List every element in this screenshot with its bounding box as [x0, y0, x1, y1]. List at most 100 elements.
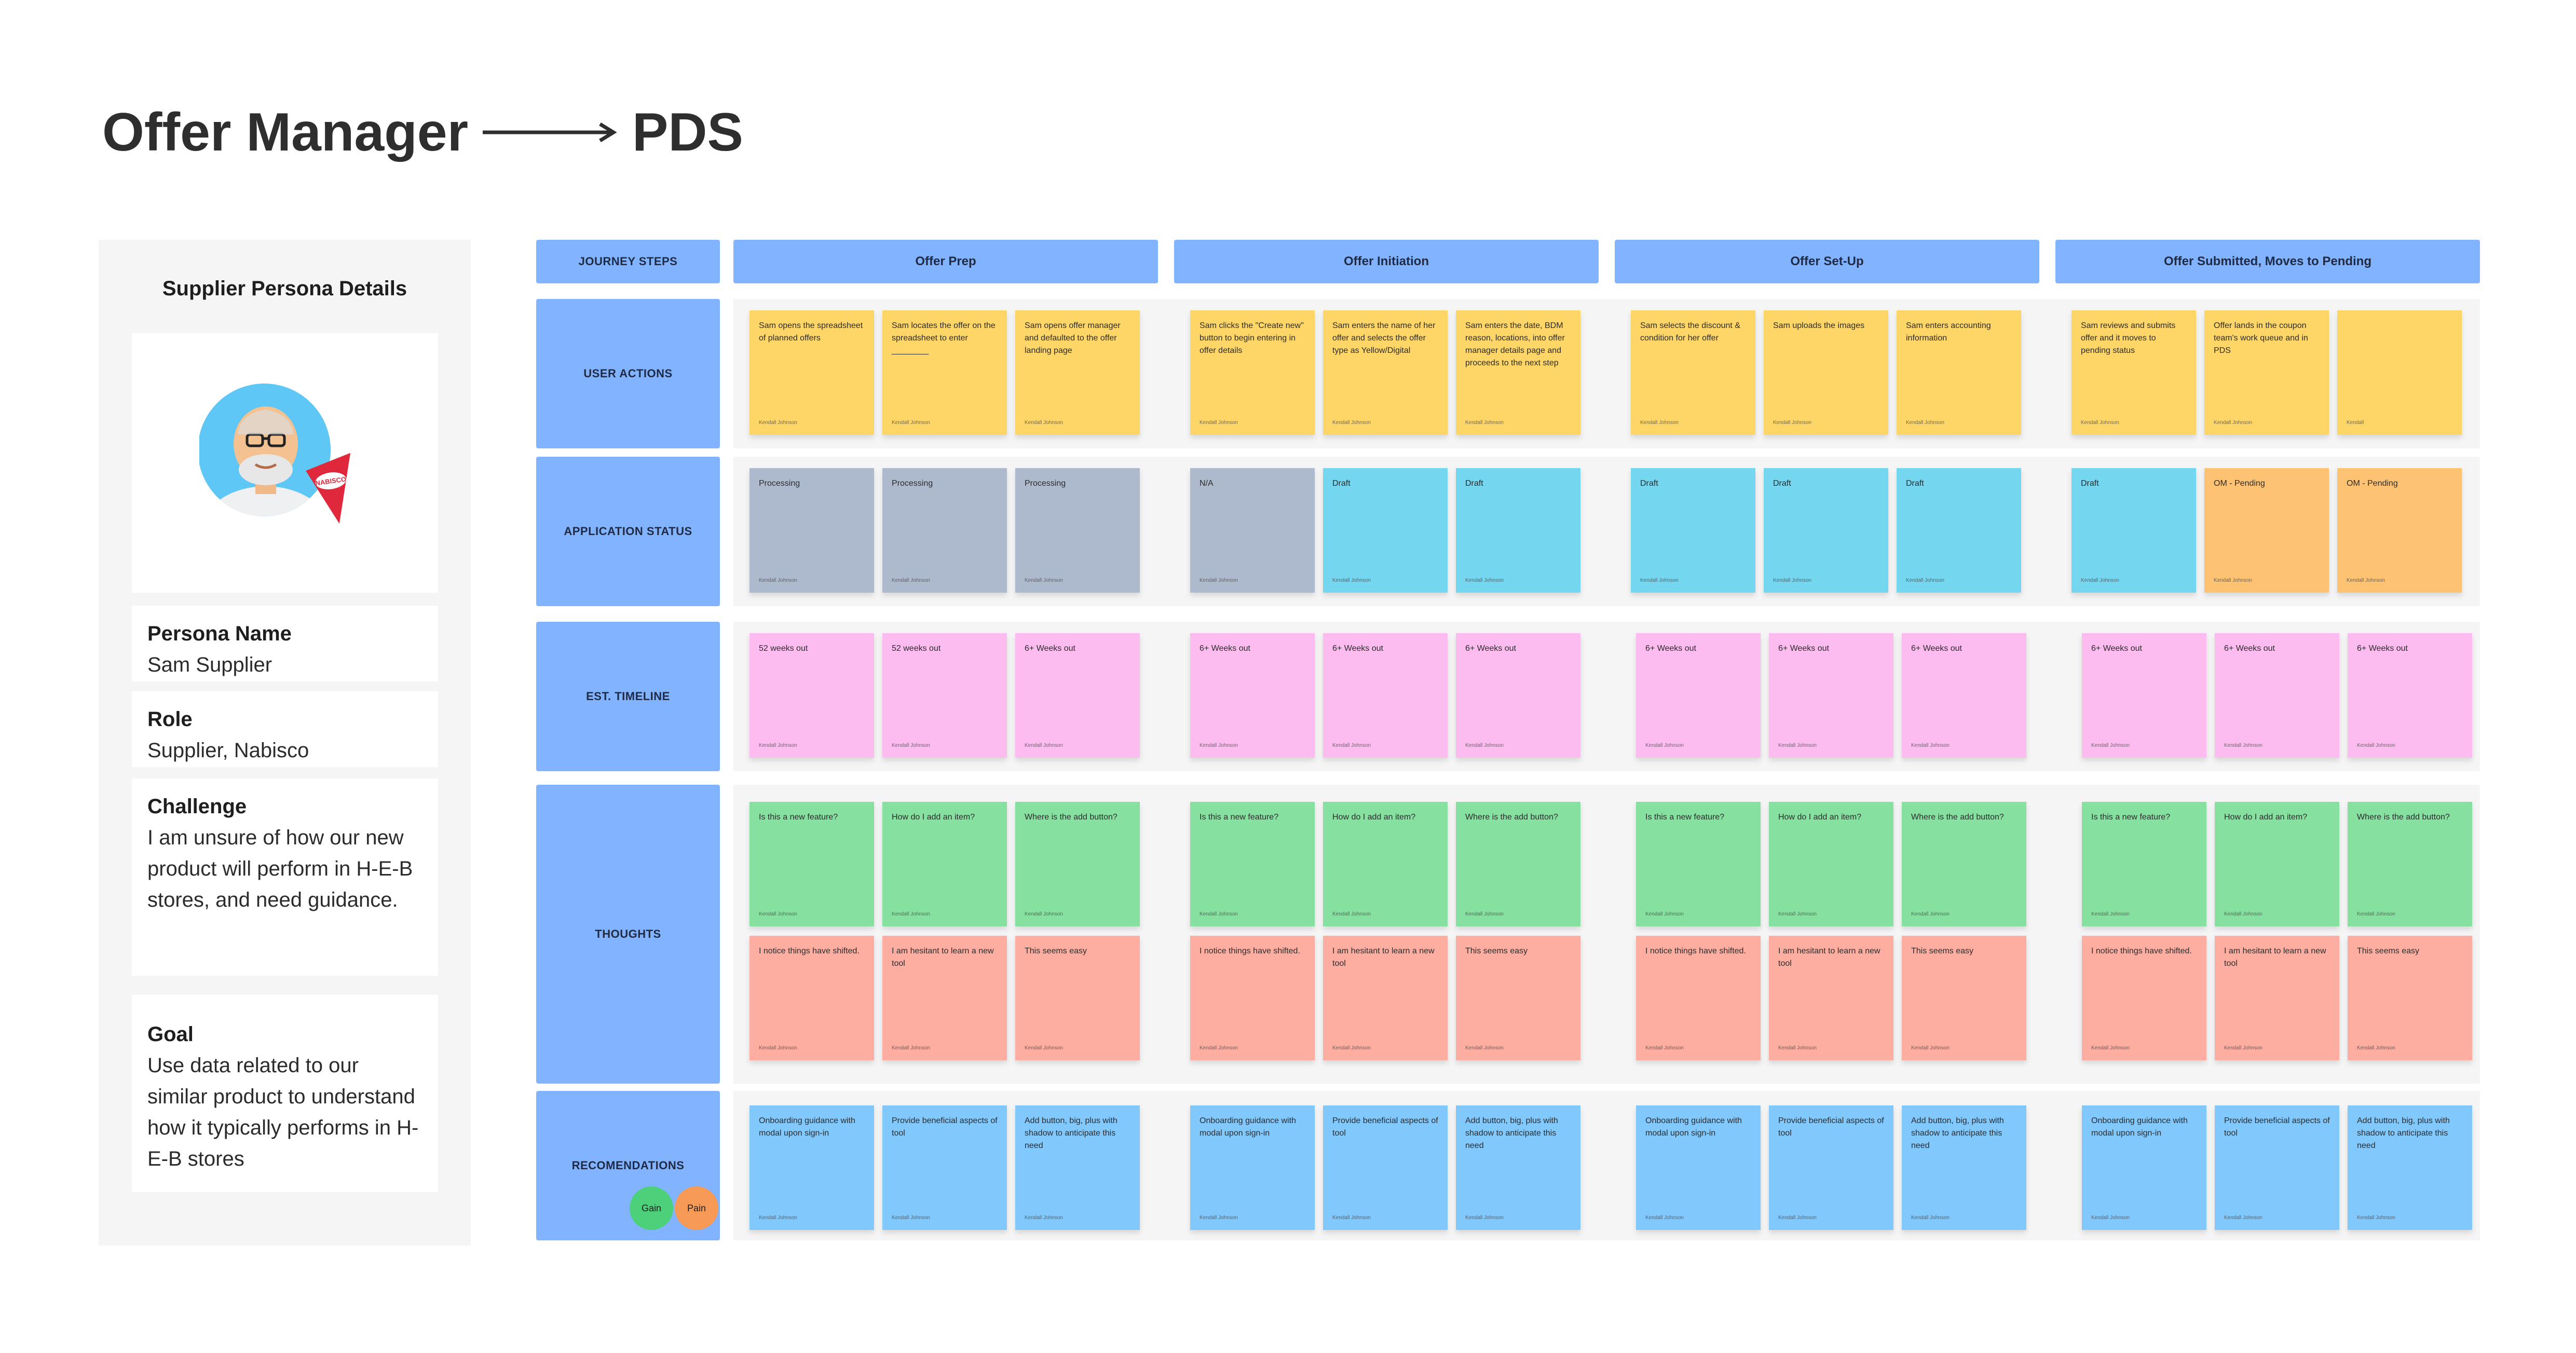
sticky-note-author: Kendall Johnson [1778, 743, 1817, 748]
persona-name-value: Sam Supplier [147, 653, 272, 676]
sticky-note-text: 6+ Weeks out [2091, 644, 2142, 653]
row-label-user-actions: USER ACTIONS [536, 299, 720, 448]
sticky-note-text: Processing [892, 479, 933, 488]
sticky-note[interactable]: Sam clicks the "Create new" button to be… [1190, 310, 1315, 435]
sticky-note[interactable]: Where is the add button?Kendall Johnson [2348, 802, 2472, 926]
sticky-note[interactable]: Sam locates the offer on the spreadsheet… [882, 310, 1007, 435]
sticky-note[interactable]: Onboarding guidance with modal upon sign… [1636, 1105, 1761, 1230]
sticky-note-author: Kendall Johnson [1465, 420, 1504, 426]
sticky-note-author: Kendall Johnson [1200, 1215, 1238, 1221]
sticky-note[interactable]: Add button, big, plus with shadow to ant… [1015, 1105, 1140, 1230]
sticky-note-text: 6+ Weeks out [1911, 644, 1962, 653]
row-label-application-status: APPLICATION STATUS [536, 457, 720, 606]
sticky-note-text: Draft [1465, 479, 1483, 488]
sticky-note[interactable]: How do I add an item?Kendall Johnson [1323, 802, 1448, 926]
sticky-note[interactable]: Sam opens the spreadsheet of planned off… [749, 310, 874, 435]
sticky-note[interactable]: Onboarding guidance with modal upon sign… [749, 1105, 874, 1230]
sticky-note[interactable]: I notice things have shifted.Kendall Joh… [1190, 936, 1315, 1060]
sticky-note-author: Kendall Johnson [1025, 420, 1063, 426]
sticky-note[interactable]: I notice things have shifted.Kendall Joh… [2082, 936, 2206, 1060]
sticky-note-text: Sam locates the offer on the spreadsheet… [892, 321, 996, 355]
sticky-note-text: Provide beneficial aspects of tool [1332, 1116, 1438, 1138]
sticky-note[interactable]: Add button, big, plus with shadow to ant… [1902, 1105, 2026, 1230]
sticky-note[interactable]: Sam selects the discount & condition for… [1631, 310, 1755, 435]
sticky-note[interactable]: Onboarding guidance with modal upon sign… [2082, 1105, 2206, 1230]
sticky-note[interactable]: Offer lands in the coupon team's work qu… [2204, 310, 2329, 435]
sticky-note[interactable]: Where is the add button?Kendall Johnson [1015, 802, 1140, 926]
sticky-note-author: Kendall Johnson [759, 578, 797, 583]
sticky-note[interactable]: Sam reviews and submits offer and it mov… [2071, 310, 2196, 435]
phase-header-offer-set-up: Offer Set-Up [1615, 240, 2039, 283]
sticky-note[interactable]: How do I add an item?Kendall Johnson [1769, 802, 1893, 926]
sticky-note[interactable]: Add button, big, plus with shadow to ant… [2348, 1105, 2472, 1230]
sticky-note[interactable]: How do I add an item?Kendall Johnson [882, 802, 1007, 926]
sticky-note[interactable]: Sam enters the name of her offer and sel… [1323, 310, 1448, 435]
avatar: NABISCO [199, 384, 351, 524]
sticky-note[interactable]: Is this a new feature?Kendall Johnson [749, 802, 874, 926]
sticky-note[interactable]: I notice things have shifted.Kendall Joh… [749, 936, 874, 1060]
sticky-note[interactable]: Kendall [2337, 310, 2462, 435]
sticky-note-author: Kendall Johnson [759, 1215, 797, 1221]
sticky-note[interactable]: Sam enters the date, BDM reason, locatio… [1456, 310, 1580, 435]
sticky-note[interactable]: Add button, big, plus with shadow to ant… [1456, 1105, 1580, 1230]
sticky-note[interactable]: Where is the add button?Kendall Johnson [1902, 802, 2026, 926]
sticky-note-author: Kendall Johnson [1906, 578, 1944, 583]
sticky-note-text: 6+ Weeks out [1778, 644, 1829, 653]
sticky-note-author: Kendall Johnson [1025, 1045, 1063, 1051]
sticky-note[interactable]: Is this a new feature?Kendall Johnson [1190, 802, 1315, 926]
sticky-note-author: Kendall Johnson [1911, 911, 1950, 917]
sticky-note[interactable]: Is this a new feature?Kendall Johnson [1636, 802, 1761, 926]
sticky-note[interactable]: How do I add an item?Kendall Johnson [2215, 802, 2339, 926]
sticky-note-author: Kendall Johnson [1465, 911, 1504, 917]
sticky-note-text: I notice things have shifted. [759, 947, 860, 955]
sticky-note-text: Sam opens the spreadsheet of planned off… [759, 321, 863, 343]
sticky-note-author: Kendall Johnson [1911, 743, 1950, 748]
sticky-note[interactable]: I notice things have shifted.Kendall Joh… [1636, 936, 1761, 1060]
sticky-note[interactable]: Where is the add button?Kendall Johnson [1456, 802, 1580, 926]
sticky-note-author: Kendall Johnson [1200, 911, 1238, 917]
sticky-note[interactable]: Sam opens offer manager and defaulted to… [1015, 310, 1140, 435]
sticky-note[interactable]: Is this a new feature?Kendall Johnson [2082, 802, 2206, 926]
sticky-note-text: Is this a new feature? [1645, 813, 1725, 822]
sticky-note[interactable]: Onboarding guidance with modal upon sign… [1190, 1105, 1315, 1230]
sticky-note-author: Kendall Johnson [1465, 578, 1504, 583]
